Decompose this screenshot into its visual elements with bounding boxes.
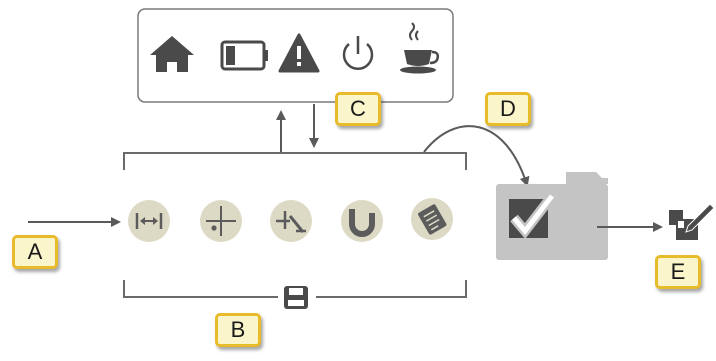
magnet-icon xyxy=(341,200,383,242)
curved-arrow-to-folder xyxy=(423,125,530,187)
callout-c-text: C xyxy=(350,96,366,121)
edit-icon xyxy=(669,203,715,240)
status-panel xyxy=(137,8,454,103)
callout-a-text: A xyxy=(27,239,43,264)
callout-d: D xyxy=(485,92,531,126)
callout-b: B xyxy=(215,313,261,347)
tool-icon-row xyxy=(128,198,453,242)
power-icon xyxy=(342,36,374,70)
level-offset-icon xyxy=(270,200,312,242)
folder-icon xyxy=(496,172,608,260)
callout-d-text: D xyxy=(500,96,516,121)
panel-connection-arrows xyxy=(276,104,319,152)
home-icon xyxy=(150,36,194,72)
coffee-cup-icon xyxy=(400,22,440,74)
callout-c: C xyxy=(335,92,381,126)
callout-b-text: B xyxy=(230,317,246,342)
bottom-bracket-right xyxy=(316,280,467,298)
top-bracket xyxy=(123,152,467,170)
battery-icon xyxy=(220,40,268,71)
callout-e: E xyxy=(655,255,701,289)
warning-icon xyxy=(278,33,320,73)
crosshair-point-icon xyxy=(200,200,242,242)
notes-icon xyxy=(411,198,453,240)
distance-measure-icon xyxy=(128,200,170,242)
bottom-bracket-left xyxy=(123,280,278,298)
save-icon xyxy=(284,286,308,309)
callout-a: A xyxy=(12,235,58,269)
callout-e-text: E xyxy=(670,259,686,284)
